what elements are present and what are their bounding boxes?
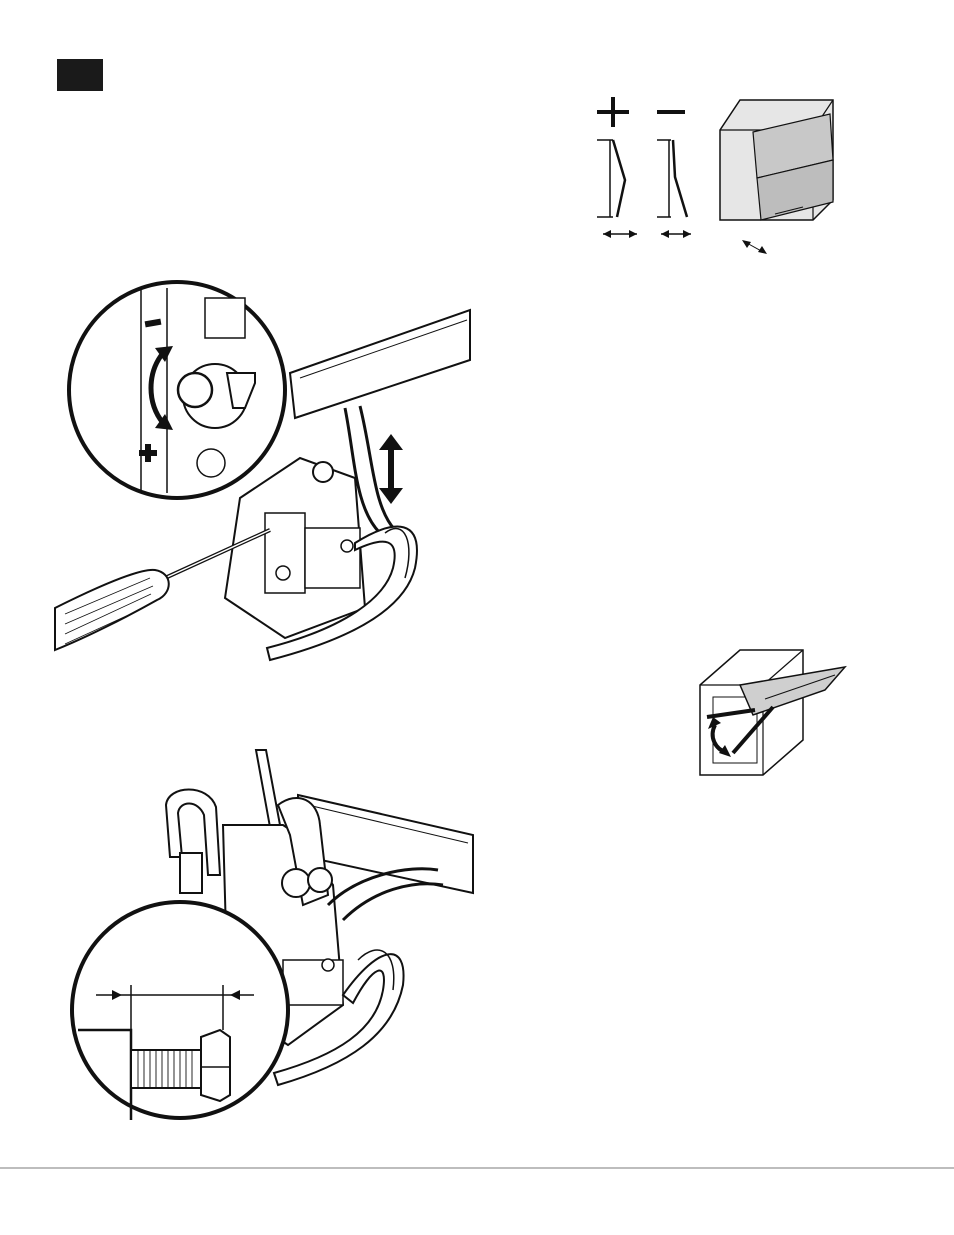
hinge-adjustment-illustration [55,278,475,670]
plus-icon [597,97,629,127]
cabinet-open-icon [700,650,845,775]
up-down-arrow-icon [379,434,403,504]
step-number-badge [57,59,103,91]
cabinet-icon [720,100,833,254]
magnifier-detail [69,282,285,498]
bolt-length-illustration [58,745,476,1140]
footer-divider [0,1167,954,1169]
bolt-magnifier-detail [72,902,288,1120]
front-gap-illustration [585,92,865,264]
opening-angle-illustration [695,645,855,780]
